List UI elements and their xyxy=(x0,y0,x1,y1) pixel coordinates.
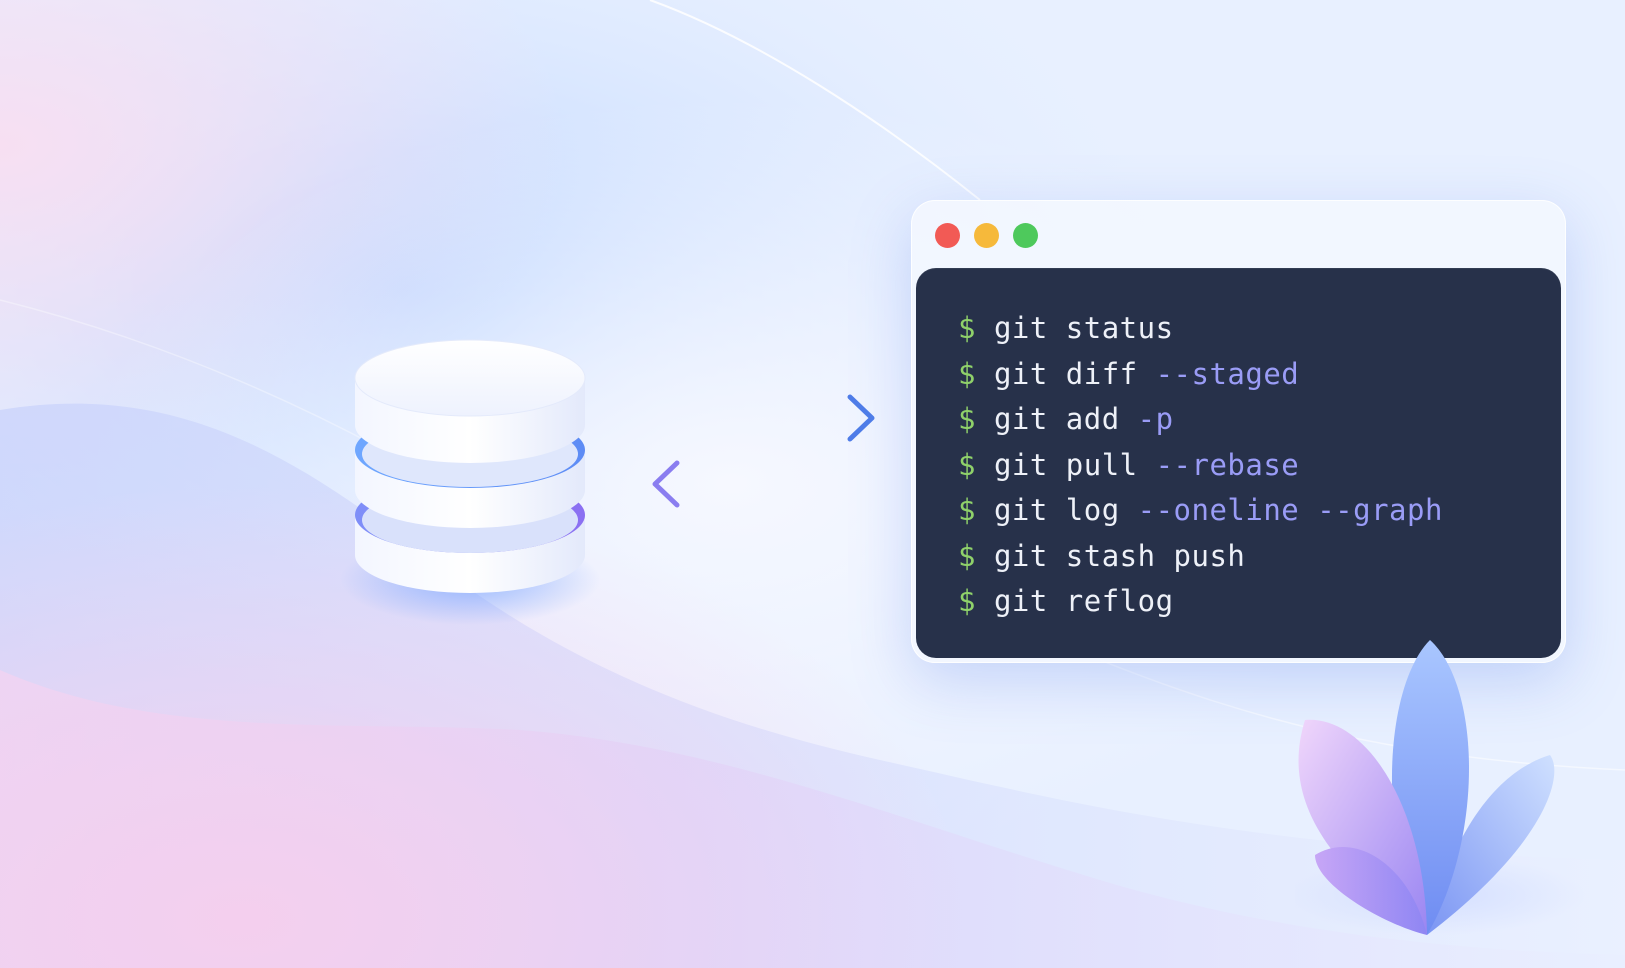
terminal-body[interactable]: $ git status $ git diff --staged $ git a… xyxy=(916,268,1561,658)
command-text: git reflog xyxy=(993,584,1174,618)
prompt-symbol: $ xyxy=(958,311,976,345)
maximize-button[interactable] xyxy=(1013,223,1038,248)
command-line: $ git add -p xyxy=(958,397,1443,443)
command-flags: -p xyxy=(1137,402,1174,436)
arrow-left-icon xyxy=(652,460,873,508)
command-line: $ git pull --rebase xyxy=(958,443,1443,489)
sync-arrows-icon xyxy=(640,385,885,515)
command-flags: --staged xyxy=(1155,356,1300,391)
minimize-button[interactable] xyxy=(974,223,999,248)
close-button[interactable] xyxy=(935,223,960,248)
command-line: $ git reflog xyxy=(958,579,1443,625)
prompt-symbol: $ xyxy=(958,402,976,436)
prompt-symbol: $ xyxy=(958,493,976,527)
prompt-symbol: $ xyxy=(958,538,976,573)
prompt-symbol: $ xyxy=(958,356,976,391)
command-text: git stash push xyxy=(993,538,1246,573)
command-line: $ git status xyxy=(958,306,1443,352)
command-line: $ git diff --staged xyxy=(958,352,1443,398)
command-flags: --oneline --graph xyxy=(1137,493,1443,527)
command-text: git pull xyxy=(993,447,1138,482)
command-list: $ git status $ git diff --staged $ git a… xyxy=(958,306,1443,625)
command-flags: --rebase xyxy=(1155,447,1300,482)
command-text: git diff xyxy=(993,356,1138,391)
command-text: git log xyxy=(993,493,1120,527)
database-icon xyxy=(340,330,600,630)
prompt-symbol: $ xyxy=(958,584,976,618)
command-text: git add xyxy=(993,402,1120,436)
leaf-decoration-icon xyxy=(1295,625,1615,945)
arrow-right-icon xyxy=(653,394,875,442)
prompt-symbol: $ xyxy=(958,447,976,482)
command-line: $ git log --oneline --graph xyxy=(958,488,1443,534)
terminal-window: $ git status $ git diff --staged $ git a… xyxy=(911,200,1566,663)
command-line: $ git stash push xyxy=(958,534,1443,580)
command-text: git status xyxy=(993,311,1174,345)
window-titlebar xyxy=(911,200,1566,266)
